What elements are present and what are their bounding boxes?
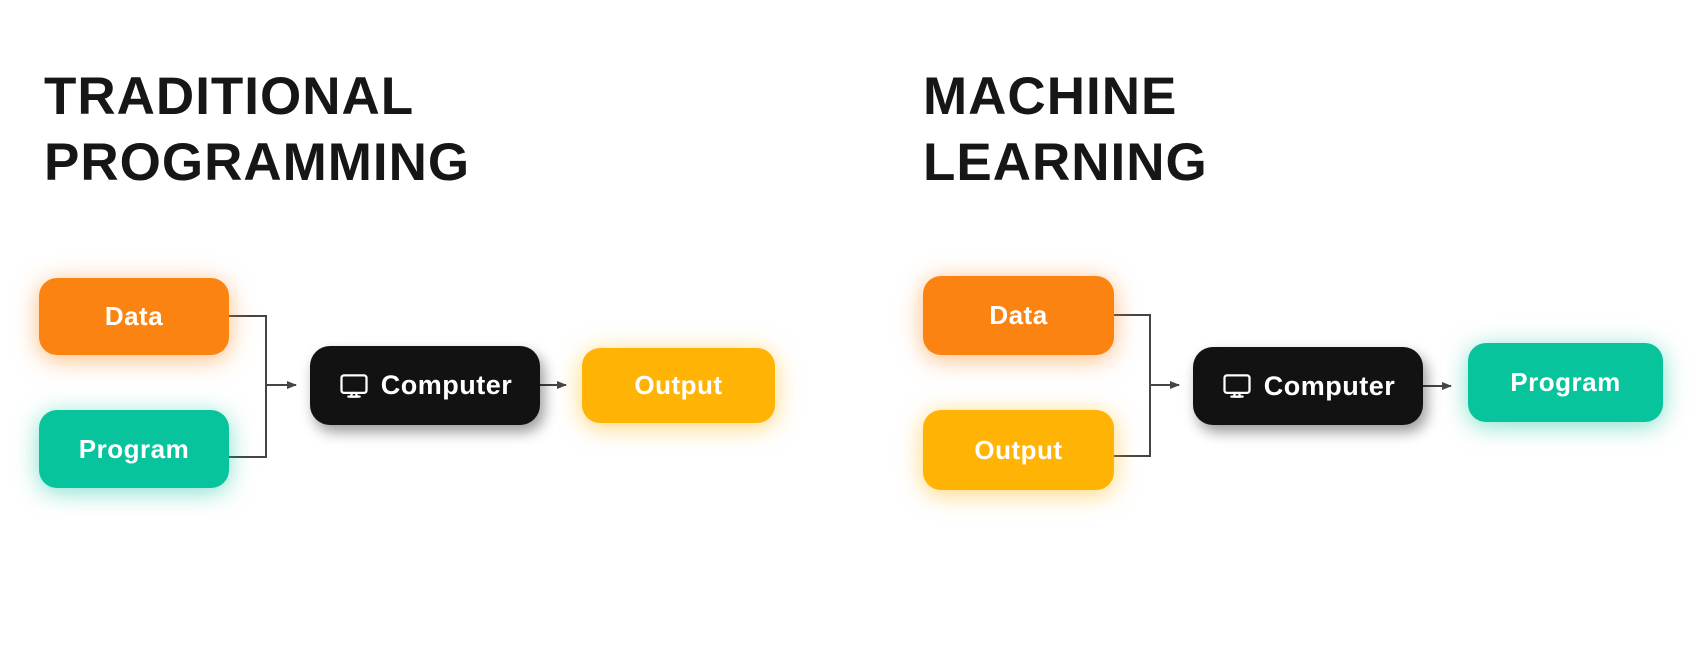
right-output-node: Output: [923, 410, 1114, 490]
left-output-node: Output: [582, 348, 775, 423]
monitor-icon: [1223, 374, 1251, 398]
right-output-label: Output: [974, 434, 1063, 465]
left-panel-title: TRADITIONAL PROGRAMMING: [44, 67, 471, 192]
left-data-label: Data: [104, 301, 164, 331]
left-output-label: Output: [634, 370, 723, 400]
right-computer-node: Computer: [1193, 347, 1423, 425]
right-program-label: Program: [1510, 367, 1621, 397]
right-program-node: Program: [1468, 343, 1663, 422]
right-computer-label: Computer: [1263, 370, 1396, 401]
left-computer-node: Computer: [310, 346, 540, 425]
left-program-node: Program: [39, 410, 229, 488]
left-program-label: Program: [78, 433, 190, 464]
right-data-node: Data: [923, 276, 1114, 355]
right-data-label: Data: [989, 300, 1048, 330]
right-panel-title: MACHINE LEARNING: [923, 67, 1208, 192]
left-data-node: Data: [39, 278, 229, 355]
monitor-icon: [340, 373, 368, 398]
left-computer-label: Computer: [380, 370, 513, 400]
